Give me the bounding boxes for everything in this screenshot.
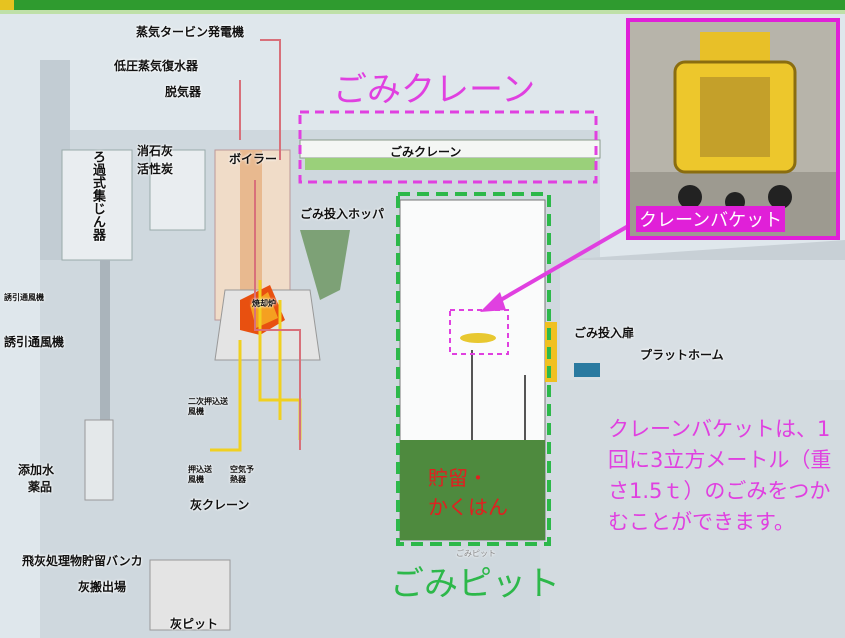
crane-inner-label: ごみクレーン bbox=[390, 145, 462, 159]
right-ground bbox=[540, 380, 845, 638]
top-bar-accent bbox=[0, 0, 14, 10]
boiler-label: ボイラー bbox=[229, 152, 278, 166]
photo-arrow bbox=[490, 223, 632, 307]
steam-pipe bbox=[239, 39, 281, 160]
crane-bucket-illustration bbox=[630, 22, 836, 236]
crane-bucket-mark bbox=[460, 333, 496, 343]
ash-silo bbox=[84, 419, 114, 501]
fly-ash-bunker-label: 飛灰処理物貯留バンカ bbox=[22, 554, 143, 568]
top-bar-stripe bbox=[0, 10, 845, 14]
lime-silo bbox=[149, 149, 206, 231]
bucket-caption: クレーンバケットは、1回に3立方メートル（重さ1.5ｔ）のごみをつかむことができ… bbox=[608, 417, 832, 534]
turbine-label: 蒸気タービン発電機 bbox=[136, 25, 245, 39]
air-preheater-label: 空気予熱器 bbox=[230, 465, 254, 484]
ash-pit-label: 灰ピット bbox=[170, 617, 219, 631]
pit-garbage bbox=[400, 440, 545, 540]
hopper-chute bbox=[300, 230, 350, 300]
condenser-label: 低圧蒸気復水器 bbox=[114, 59, 199, 73]
bucket-highlight-box bbox=[449, 309, 509, 355]
red-pipe bbox=[254, 180, 301, 450]
ash-crane-label: 灰クレーン bbox=[190, 498, 250, 512]
induced-fan-label: 誘引通風機 bbox=[4, 335, 65, 349]
platform-roof bbox=[560, 240, 845, 260]
stack-pipe bbox=[100, 260, 110, 500]
pit-title: ごみピット bbox=[390, 564, 560, 604]
secondary-fan-label: 二次押込送風機 bbox=[188, 397, 228, 416]
pit-highlight-box bbox=[396, 192, 551, 546]
store-label-1: 貯留・ bbox=[428, 466, 488, 490]
furnace-flame bbox=[250, 292, 278, 328]
furnace-label: 焼却炉 bbox=[252, 299, 276, 308]
bag-filter-body bbox=[61, 149, 133, 261]
photo-label: クレーンバケット bbox=[636, 206, 786, 232]
top-bar bbox=[0, 0, 845, 10]
store-label-2: かくはん bbox=[428, 495, 508, 519]
crane-girder bbox=[305, 158, 595, 170]
chemicals-label: 薬品 bbox=[28, 480, 53, 494]
boiler-tube bbox=[240, 150, 262, 320]
door-label: ごみ投入扉 bbox=[574, 326, 635, 340]
bag-filter-label: ろ過式集じん器 bbox=[90, 150, 105, 241]
crane-bucket-photo: クレーンバケット bbox=[626, 18, 840, 240]
truck-mark bbox=[574, 363, 600, 377]
crane-title: ごみクレーン bbox=[333, 70, 536, 110]
crane-highlight-box bbox=[298, 110, 598, 184]
ash-out-label: 灰搬出場 bbox=[78, 580, 127, 594]
pit-small-label: ごみピット bbox=[456, 549, 496, 558]
photo-arrow-head bbox=[480, 292, 506, 312]
ash-pit-box bbox=[149, 559, 231, 631]
carbon-label: 活性炭 bbox=[137, 162, 174, 176]
platform-label: プラットホーム bbox=[640, 348, 724, 362]
additive-water-label: 添加水 bbox=[18, 463, 55, 477]
deaerator-label: 脱気器 bbox=[165, 85, 202, 99]
lime-label: 消石灰 bbox=[137, 144, 174, 158]
plant-diagram bbox=[40, 39, 845, 638]
induced-fan-small-label: 誘引通風機 bbox=[4, 293, 44, 302]
platform-building bbox=[560, 260, 845, 380]
hopper-label: ごみ投入ホッパ bbox=[300, 207, 385, 221]
forced-fan-label: 押込送風機 bbox=[188, 465, 212, 484]
